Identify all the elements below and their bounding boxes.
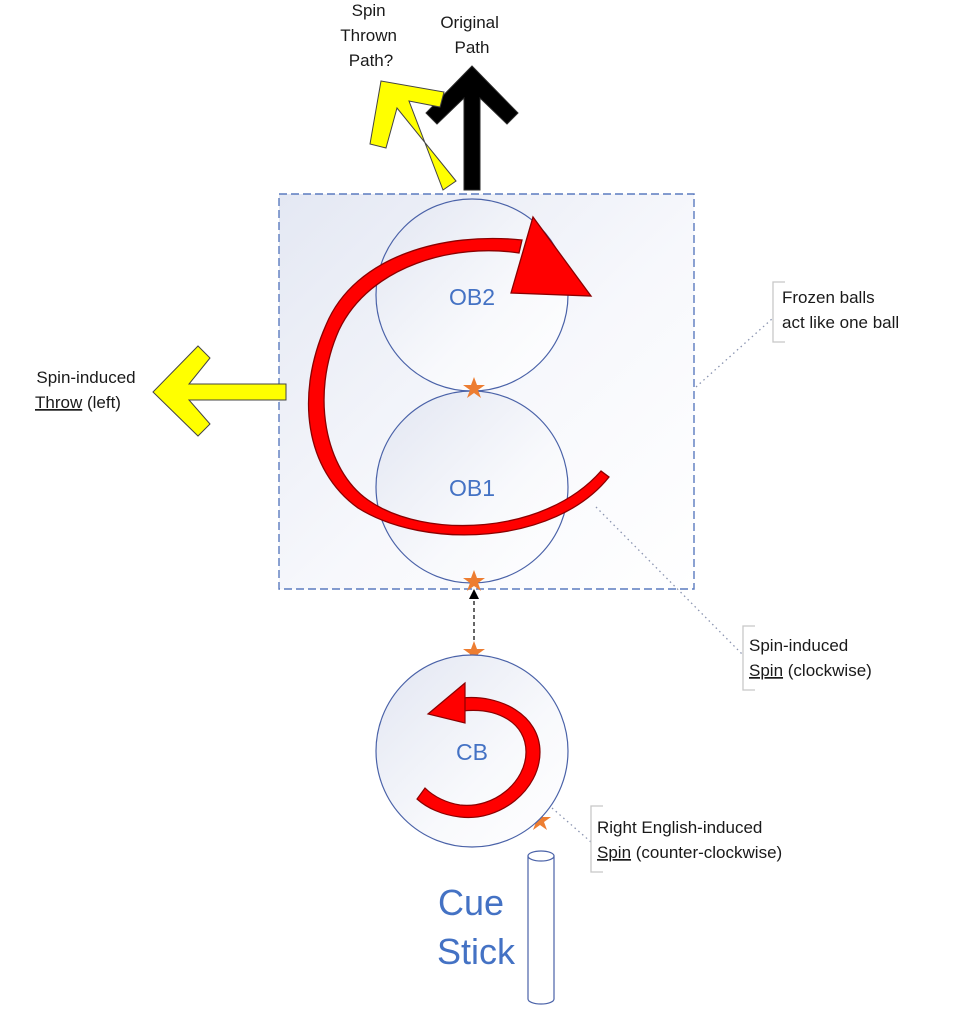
contact-star-icon bbox=[463, 377, 485, 398]
ob1-label: OB1 bbox=[449, 475, 495, 501]
frozen-balls-callout-bracket bbox=[772, 281, 785, 343]
cue-stick bbox=[527, 850, 555, 1005]
contact-star-icon bbox=[463, 570, 485, 591]
original-path-arrow-icon bbox=[425, 65, 519, 191]
spin-induced-spin-callout-bracket bbox=[742, 625, 755, 691]
spin-induced-spin-label-line2: Spin (clockwise) bbox=[749, 661, 872, 680]
original-path-label: Original Path bbox=[440, 13, 503, 57]
counter-clockwise-spin-arrow-icon bbox=[416, 696, 541, 819]
spin-thrown-path-arrow-icon bbox=[369, 80, 457, 191]
right-english-label-line2: Spin (counter-clockwise) bbox=[597, 843, 782, 862]
spin-induced-throw-arrow-icon bbox=[152, 345, 287, 437]
contact-direction-arrowhead-icon bbox=[469, 589, 479, 599]
right-english-label: Right English-induced bbox=[597, 818, 762, 837]
cue-stick-label: Cue Stick bbox=[437, 882, 516, 972]
right-english-callout-bracket bbox=[590, 805, 603, 873]
clockwise-spin-arrow-icon bbox=[307, 237, 610, 536]
contact-star-icon bbox=[463, 641, 485, 662]
counter-clockwise-spin-arrowhead-icon bbox=[426, 681, 466, 724]
spin-induced-spin-label: Spin-induced bbox=[749, 636, 848, 655]
spin-induced-throw-label-line2: Throw (left) bbox=[35, 393, 121, 412]
right-english-callout-line bbox=[551, 807, 592, 843]
spin-thrown-path-label: Spin Thrown Path? bbox=[340, 1, 401, 70]
frozen-balls-callout-line bbox=[695, 317, 774, 388]
spin-induced-throw-label: Spin-induced bbox=[36, 368, 135, 387]
frozen-balls-label: Frozen balls act like one ball bbox=[782, 288, 899, 332]
ob2-label: OB2 bbox=[449, 284, 495, 310]
cb-label: CB bbox=[456, 739, 488, 765]
clockwise-spin-arrowhead-icon bbox=[510, 215, 593, 297]
